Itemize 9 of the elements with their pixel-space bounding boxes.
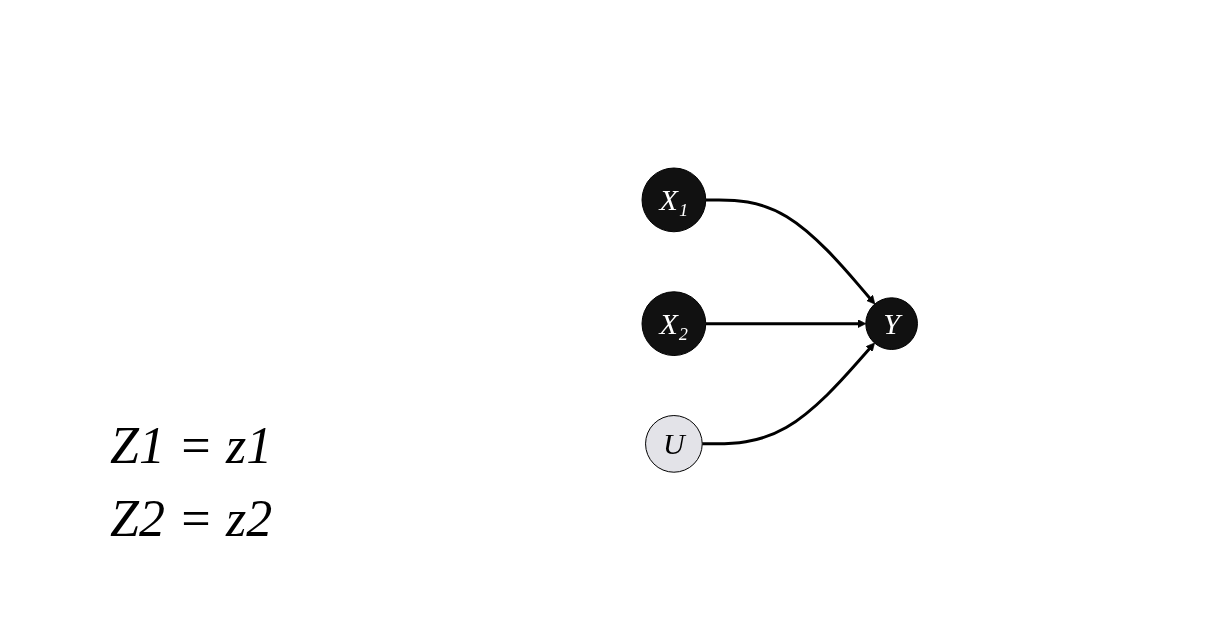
node-circle: X₂ <box>641 291 707 356</box>
equation-text: Z2 = z2 <box>110 488 273 549</box>
arrow <box>702 342 876 446</box>
arrow <box>706 198 876 305</box>
equation-text: Z1 = z1 <box>110 416 273 476</box>
node-circle: X₁ <box>641 167 707 233</box>
arrow <box>706 319 867 328</box>
node-circle: U <box>645 414 703 473</box>
node-circle: Y <box>865 297 919 350</box>
